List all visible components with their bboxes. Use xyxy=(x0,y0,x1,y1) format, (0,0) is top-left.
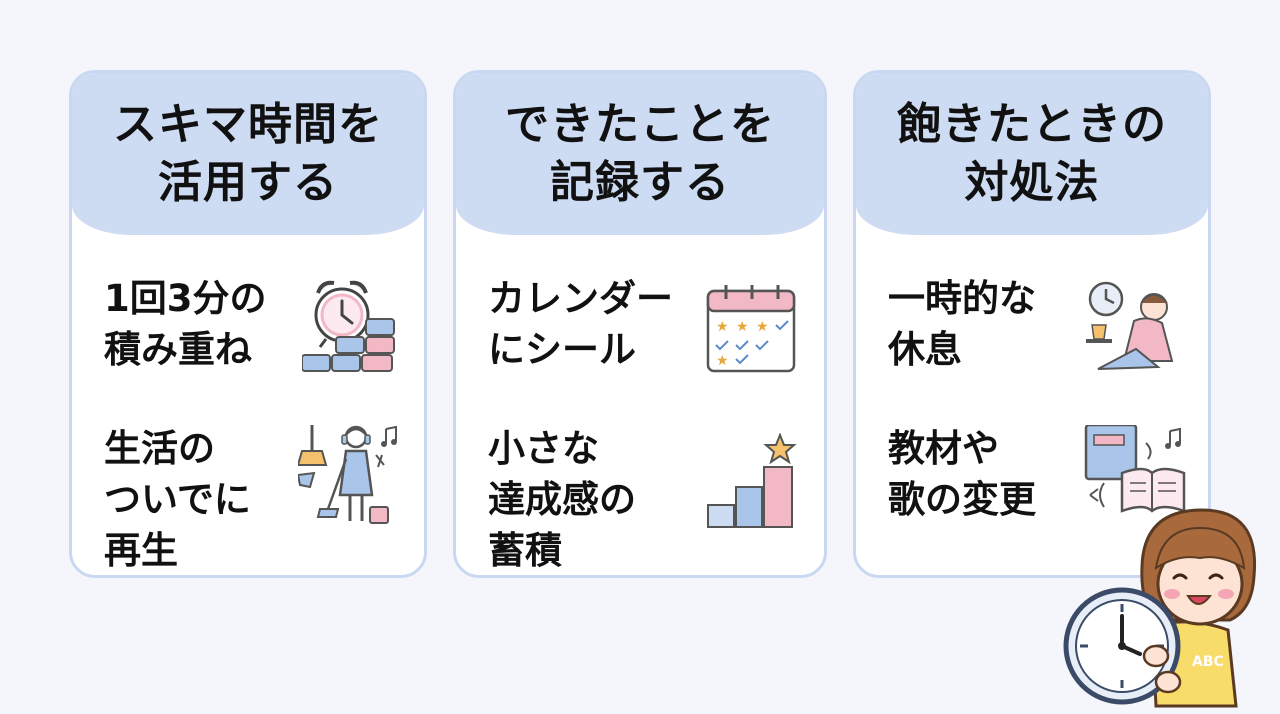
card-title: スキマ時間を 活用する xyxy=(113,99,383,208)
card-record-progress: できたことを 記録する カレンダー にシール ★ ★ ★ ★ 小さな 達成感の … xyxy=(453,70,827,578)
tip-text: 小さな 達成感の 蓄積 xyxy=(488,427,636,572)
card-header: できたことを 記録する xyxy=(456,73,824,235)
alarm-clock-blocks-icon xyxy=(302,280,395,372)
card-header: スキマ時間を 活用する xyxy=(72,73,424,235)
card-header: 飽きたときの 対処法 xyxy=(856,73,1208,235)
tip-text: カレンダー にシール xyxy=(488,277,673,371)
shirt-letters: ABC xyxy=(1192,654,1224,670)
cleaning-music-icon xyxy=(298,425,397,524)
tip-text: 一時的な 休息 xyxy=(888,277,1036,371)
child-with-clock-illustration: ABC xyxy=(1063,508,1257,708)
growth-bars-star-icon xyxy=(707,433,797,528)
svg-text:★: ★ xyxy=(736,319,749,335)
card-when-bored: 飽きたときの 対処法 一時的な 休息 教材や 歌の変更 xyxy=(853,70,1211,578)
card-title: 飽きたときの 対処法 xyxy=(897,99,1167,208)
relaxing-person-icon xyxy=(1086,281,1174,370)
card-title: できたことを 記録する xyxy=(505,99,775,208)
tip-text: 教材や 歌の変更 xyxy=(888,427,1036,521)
tip-text: 生活の ついでに 再生 xyxy=(104,427,251,572)
svg-text:★: ★ xyxy=(716,353,729,369)
book-music-change-icon xyxy=(1084,425,1186,513)
svg-text:★: ★ xyxy=(716,319,729,335)
card-spare-time: スキマ時間を 活用する 1回3分の 積み重ね 生活の ついでに 再生 xyxy=(69,70,427,578)
tip-text: 1回3分の 積み重ね xyxy=(104,277,267,371)
svg-text:★: ★ xyxy=(756,319,769,335)
calendar-stickers-icon: ★ ★ ★ ★ xyxy=(706,285,796,373)
